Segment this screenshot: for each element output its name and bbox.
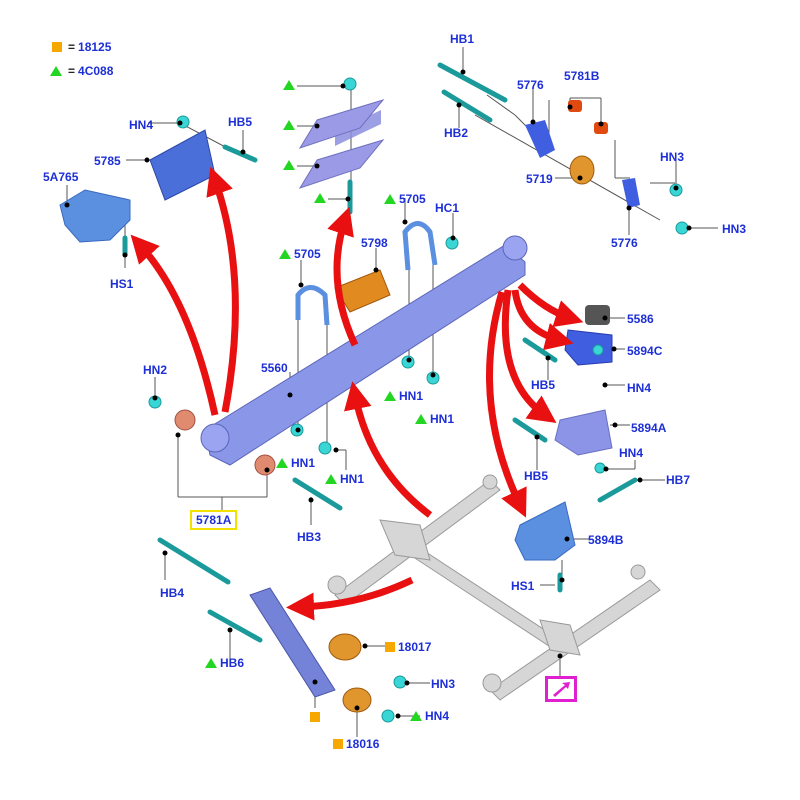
triangle-symbol-icon (50, 66, 62, 76)
leader-dots (64, 69, 692, 719)
label-5560: 5560 (261, 361, 288, 375)
leader-lines (66, 47, 718, 737)
legend-item-triangle: =4C088 (50, 64, 113, 78)
legend-code: 18125 (78, 40, 112, 54)
leaf-spring-5560 (200, 235, 528, 466)
label-hs1-left: HS1 (110, 277, 134, 291)
triangle-icon (410, 711, 422, 721)
triangle-icon (384, 194, 396, 204)
label-5894c: 5894C (627, 344, 663, 358)
shock-absorber (249, 587, 336, 698)
legend-item-square: =18125 (52, 40, 111, 54)
legend-code: 4C088 (78, 64, 114, 78)
label-5781a: 5781A (190, 510, 238, 530)
links-5776 (525, 120, 640, 208)
label-hb4: HB4 (160, 586, 185, 600)
label-18016: 18016 (333, 737, 379, 751)
label-hn2: HN2 (143, 363, 168, 377)
label-5798: 5798 (361, 236, 388, 250)
label-hn1-a: HN1 (384, 389, 423, 403)
square-symbol-icon (52, 42, 62, 52)
label-hb1: HB1 (450, 32, 475, 46)
square-icon (333, 739, 343, 749)
label-hn3-right: HN3 (722, 222, 747, 236)
label-18017: 18017 (385, 640, 431, 654)
label-hb5-mid: HB5 (531, 378, 556, 392)
label-hc1: HC1 (435, 201, 460, 215)
triangle-icon (205, 658, 217, 668)
label-hn4-mid: HN4 (627, 381, 652, 395)
triangle-icon (384, 391, 396, 401)
arrow-up-right-icon (553, 682, 570, 697)
label-5586: 5586 (627, 312, 654, 326)
label-hn3-bottom: HN3 (431, 677, 456, 691)
triangle-icon (279, 249, 291, 259)
label-hb5-low: HB5 (524, 469, 549, 483)
label-5785: 5785 (94, 154, 121, 168)
spec-square (310, 712, 320, 722)
bolts (122, 62, 638, 643)
label-hn1-b: HN1 (415, 412, 454, 426)
label-5705-left: 5705 (279, 247, 321, 261)
square-icon (385, 642, 395, 652)
triangle-icon (415, 414, 427, 424)
label-5719: 5719 (526, 172, 553, 186)
label-5a765: 5A765 (43, 170, 79, 184)
label-hs1-right: HS1 (511, 579, 535, 593)
label-hb5-top: HB5 (228, 115, 253, 129)
nuts (148, 77, 689, 723)
assembly-arrows (130, 166, 584, 621)
label-5894b: 5894B (588, 533, 624, 547)
label-hn4-bottom: HN4 (410, 709, 449, 723)
label-5781b: 5781B (564, 69, 600, 83)
label-5776-top: 5776 (517, 78, 544, 92)
label-5705-right: 5705 (384, 192, 426, 206)
label-hb3: HB3 (297, 530, 322, 544)
bushings (174, 100, 608, 713)
rear-axle-assembly (327, 474, 661, 701)
label-5776-bottom: 5776 (611, 236, 638, 250)
label-hb6: HB6 (205, 656, 244, 670)
brackets (59, 99, 613, 561)
label-hn3-top: HN3 (660, 150, 685, 164)
u-bolts (295, 221, 438, 326)
label-hn4-low: HN4 (619, 446, 644, 460)
label-hn1-c: HN1 (276, 456, 315, 470)
triangle-icon (276, 458, 288, 468)
label-hn4-top: HN4 (129, 118, 154, 132)
magenta-reference-box (545, 676, 577, 702)
label-hb7: HB7 (666, 473, 691, 487)
label-5894a: 5894A (631, 421, 667, 435)
triangle-icon (325, 474, 337, 484)
label-hn1-d: HN1 (325, 472, 364, 486)
spec-triangles (283, 80, 326, 203)
label-hb2: HB2 (444, 126, 469, 140)
